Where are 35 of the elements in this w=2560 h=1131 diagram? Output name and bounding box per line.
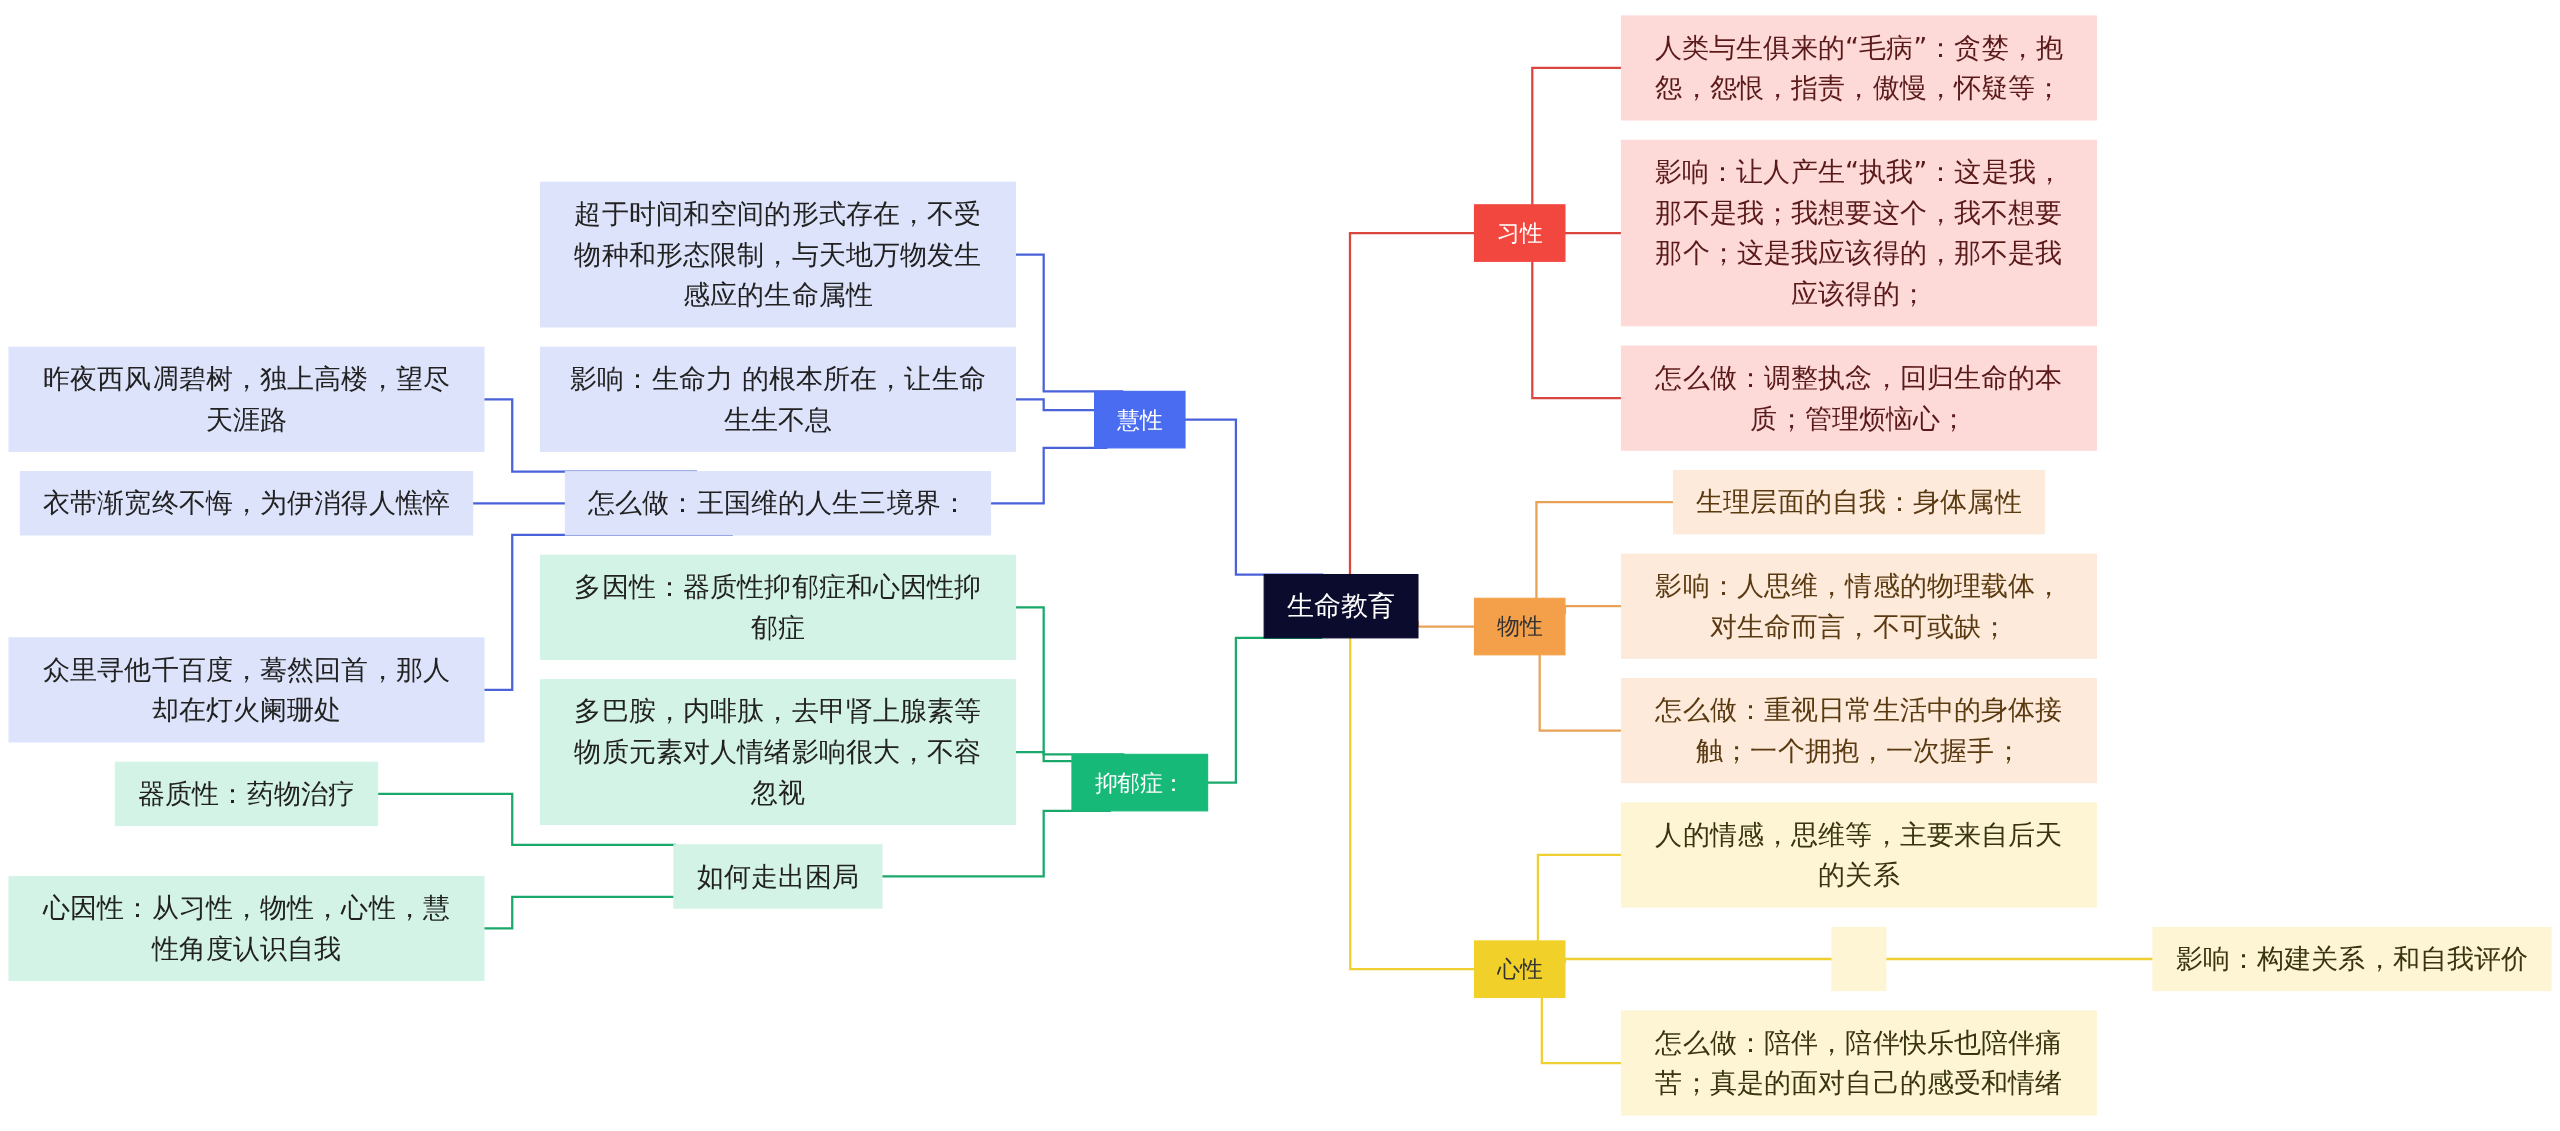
node-box: 抑郁症： (1071, 753, 1209, 812)
node-box: 物性 (1473, 597, 1566, 656)
connector (1348, 231, 1475, 575)
node-box: 怎么做：重视日常生活中的身体接触；一个拥抱，一次握手； (1620, 678, 2097, 784)
node-box: 心因性：从习性，物性，心性，慧性角度认识自我 (8, 875, 485, 982)
node-box: 影响：构建关系，和自我评价 (2152, 926, 2552, 992)
connector (1349, 637, 1475, 971)
node-box: 怎么做：王国维的人生三境界： (564, 471, 992, 536)
connector (1535, 501, 1674, 599)
node-box: 影响：人思维，情感的物理载体，对生命而言，不可或缺； (1620, 553, 2097, 659)
node-box: 影响：让人产生“执我”：这是我，那不是我；我想要这个，我不想要那个；这是我应该得的，那不是我应该得的； (1620, 139, 2097, 327)
node-box: 如何走出困局 (673, 844, 883, 909)
node-box (1831, 926, 1887, 992)
node-box: 心性 (1473, 940, 1566, 998)
node-box: 影响：生命力 的根本所在，让生命生生不息 (539, 346, 1016, 452)
connector (1531, 66, 1622, 205)
node-box: 生理层面的自我：身体属性 (1672, 469, 2045, 535)
node-box: 怎么做：调整执念，回归生命的本质；管理烦恼心； (1620, 345, 2097, 451)
node-box: 众里寻他千百度，蓦然回首，那人却在灯火阑珊处 (8, 637, 485, 743)
connector (1531, 261, 1622, 400)
node-box: 昨夜西风凋碧树，独上高楼，望尽天涯路 (8, 346, 485, 452)
node-box: 器质性：药物治疗 (114, 761, 379, 827)
node-box: 人的情感，思维等，主要来自后天的关系 (1620, 802, 2097, 908)
node-box: 怎么做：陪伴，陪伴快乐也陪伴痛苦；真是的面对自己的感受和情绪 (1620, 1010, 2097, 1116)
node-box: 慧性 (1094, 390, 1186, 449)
connector (1536, 853, 1622, 941)
node-box: 多巴胺，内啡肽，去甲肾上腺素等物质元素对人情绪影响很大，不容忽视 (539, 679, 1016, 825)
connector (1540, 997, 1622, 1065)
connector (1538, 654, 1622, 732)
node-box: 超于时间和空间的形式存在，不受物种和形态限制，与天地万物发生感应的生命属性 (539, 181, 1016, 328)
node-box: 衣带渐宽终不悔，为伊消得人憔悴 (19, 471, 474, 536)
node-box: 习性 (1473, 204, 1566, 262)
node-box: 多因性：器质性抑郁症和心因性抑郁症 (539, 554, 1016, 660)
node-box: 生命教育 (1263, 574, 1419, 639)
node-box: 人类与生俱来的“毛病”：贪婪，抱怨，怨恨，指责，傲慢，怀疑等； (1620, 15, 2097, 121)
